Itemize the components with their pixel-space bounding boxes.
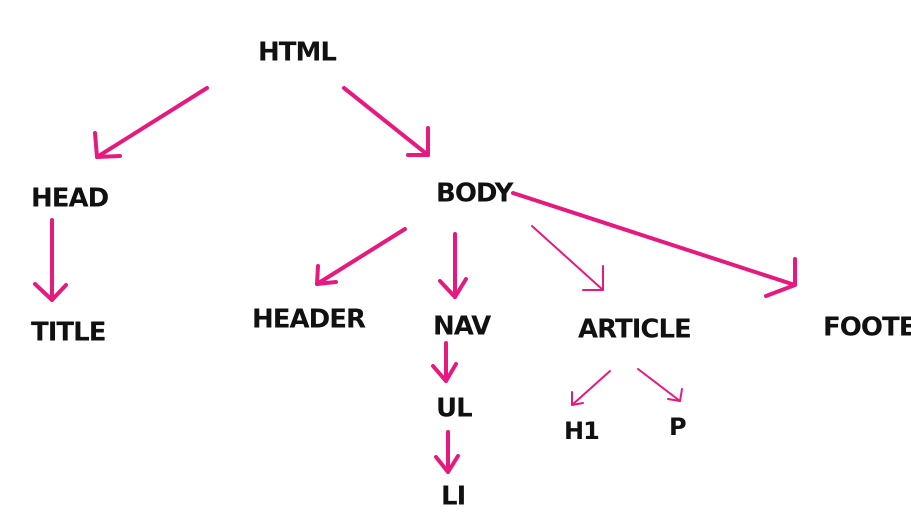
arrow-article-to-p	[637, 368, 683, 402]
arrow-body-to-header	[315, 227, 407, 286]
node-footer: FOOTER	[823, 313, 911, 343]
node-article: ARTICLE	[578, 315, 691, 345]
arrow-ul-to-li	[434, 430, 460, 474]
arrow-nav-to-ul	[431, 341, 458, 383]
node-html: HTML	[258, 38, 336, 68]
node-ul: UL	[436, 394, 472, 424]
node-head: HEAD	[31, 184, 109, 214]
node-h1: H1	[564, 417, 599, 445]
node-nav: NAV	[433, 312, 491, 342]
arrows	[33, 86, 797, 474]
arrow-article-to-h1	[571, 370, 611, 406]
arrow-body-to-article	[531, 225, 604, 291]
arrow-html-to-body	[342, 86, 430, 157]
nodes: HTML HEAD TITLE BODY HEADER NAV ARTICLE …	[31, 38, 911, 512]
node-body: BODY	[436, 179, 515, 209]
node-title: TITLE	[31, 318, 105, 348]
arrow-body-to-nav	[438, 232, 468, 299]
arrow-head-to-title	[33, 218, 68, 302]
arrow-html-to-head	[93, 86, 209, 159]
node-header: HEADER	[252, 305, 366, 335]
node-li: LI	[441, 482, 465, 512]
arrow-body-to-footer	[511, 191, 797, 298]
node-p: P	[669, 413, 686, 441]
